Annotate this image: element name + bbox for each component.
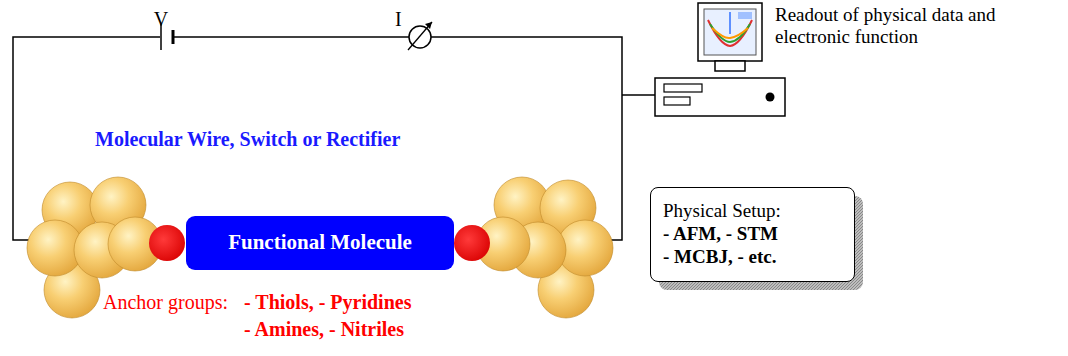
ammeter-symbol	[408, 22, 432, 50]
functional-molecule-box: Functional Molecule	[186, 216, 454, 270]
physical-setup-box: Physical Setup:- AFM, - STM- MCBJ, - etc…	[650, 187, 855, 282]
molecule-role-title: Molecular Wire, Switch or Rectifier	[95, 128, 400, 151]
circuit-wire	[13, 37, 655, 240]
node-text: - MCBJ, - etc.	[663, 246, 776, 269]
node-text: - AFM, - STM	[663, 223, 778, 246]
voltage-label: V	[154, 8, 168, 31]
gold-electrode	[476, 177, 613, 318]
readout-note: Readout of physical data and electronic …	[775, 4, 1015, 48]
computer-icon	[655, 3, 785, 116]
node-heading: Functional Molecule	[228, 230, 412, 255]
anchor-group	[149, 225, 185, 261]
anchor-group	[454, 225, 490, 261]
node-heading: Physical Setup:	[663, 200, 781, 223]
anchor-groups-list: - Amines, - Nitriles	[244, 318, 404, 341]
anchor-groups-list: - Thiols, - Pyridines	[244, 291, 411, 314]
current-label: I	[395, 8, 402, 31]
anchor-groups-heading: Anchor groups:	[103, 291, 228, 314]
